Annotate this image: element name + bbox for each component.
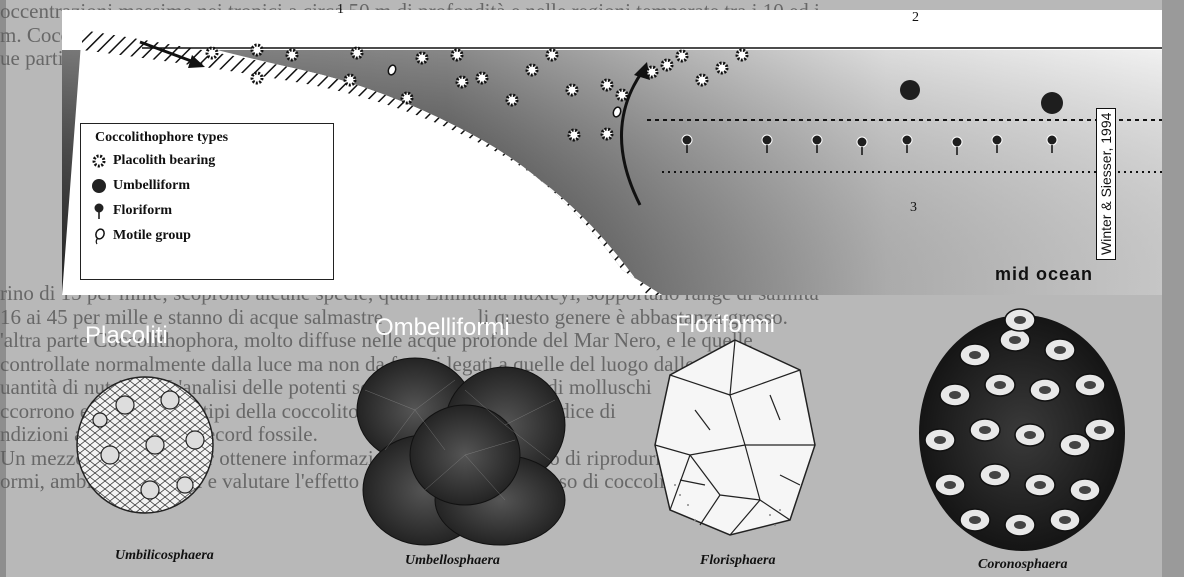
umbelliform-marker [1041,92,1063,114]
placolith-icon [91,153,107,169]
source-credit: Winter & Siesser, 1994 [1096,108,1116,260]
genus-umbilicosphaera: Umbilicosphaera [115,548,214,564]
legend-label: Placolith bearing [113,153,215,169]
genus-umbellosphaera: Umbellosphaera [405,553,500,569]
legend-label: Motile group [113,228,191,244]
placolith-marker [452,50,462,60]
legend-label: Umbelliform [113,178,190,194]
placolith-marker [352,48,362,58]
florisphaera-illustration [650,335,820,540]
genus-coronosphaera: Coronosphaera [978,557,1067,573]
placolith-marker [602,129,612,139]
placolith-marker [547,50,557,60]
placolith-marker [569,130,579,140]
placolith-marker [477,73,487,83]
legend-item-floriform: Floriform [91,200,172,222]
placolith-marker [457,77,467,87]
placolith-marker [252,73,262,83]
mid-ocean-label: mid ocean [995,264,1093,285]
placolith-marker [647,67,657,77]
placolith-marker [252,45,262,55]
placolith-marker [207,48,217,58]
umbelliform-icon [91,178,107,194]
scan-edge-right [1162,0,1184,577]
placolith-marker [402,93,412,103]
zone-label-3: 3 [910,200,917,216]
zone-label-2: 2 [912,10,919,26]
zone-label-1: 1 [337,2,344,18]
placolith-marker [345,75,355,85]
motile-icon [91,227,107,245]
placolith-marker [737,50,747,60]
placolith-marker [287,50,297,60]
floriform-icon [91,202,107,220]
coronosphaera-illustration [915,305,1130,555]
placolith-marker [417,53,427,63]
legend-item-umbelliform: Umbelliform [91,175,190,197]
legend: Coccolithophore types Placolith bearing … [80,123,334,280]
umbilicosphaera-illustration [70,345,220,545]
placolith-marker [717,63,727,73]
legend-title: Coccolithophore types [95,130,228,146]
placolith-marker [567,85,577,95]
legend-item-motile: Motile group [91,225,191,247]
placolith-marker [507,95,517,105]
umbelliform-marker [900,80,920,100]
placolith-marker [697,75,707,85]
placolith-marker [662,60,672,70]
genus-florisphaera: Florisphaera [700,553,775,569]
category-label-ombelliformi: Ombelliformi [375,314,510,342]
placolith-marker [602,80,612,90]
legend-label: Floriform [113,203,172,219]
placolith-marker [527,65,537,75]
legend-item-placolith: Placolith bearing [91,150,215,172]
placolith-marker [617,90,627,100]
placolith-marker [677,51,687,61]
umbellosphaera-illustration [355,350,575,550]
